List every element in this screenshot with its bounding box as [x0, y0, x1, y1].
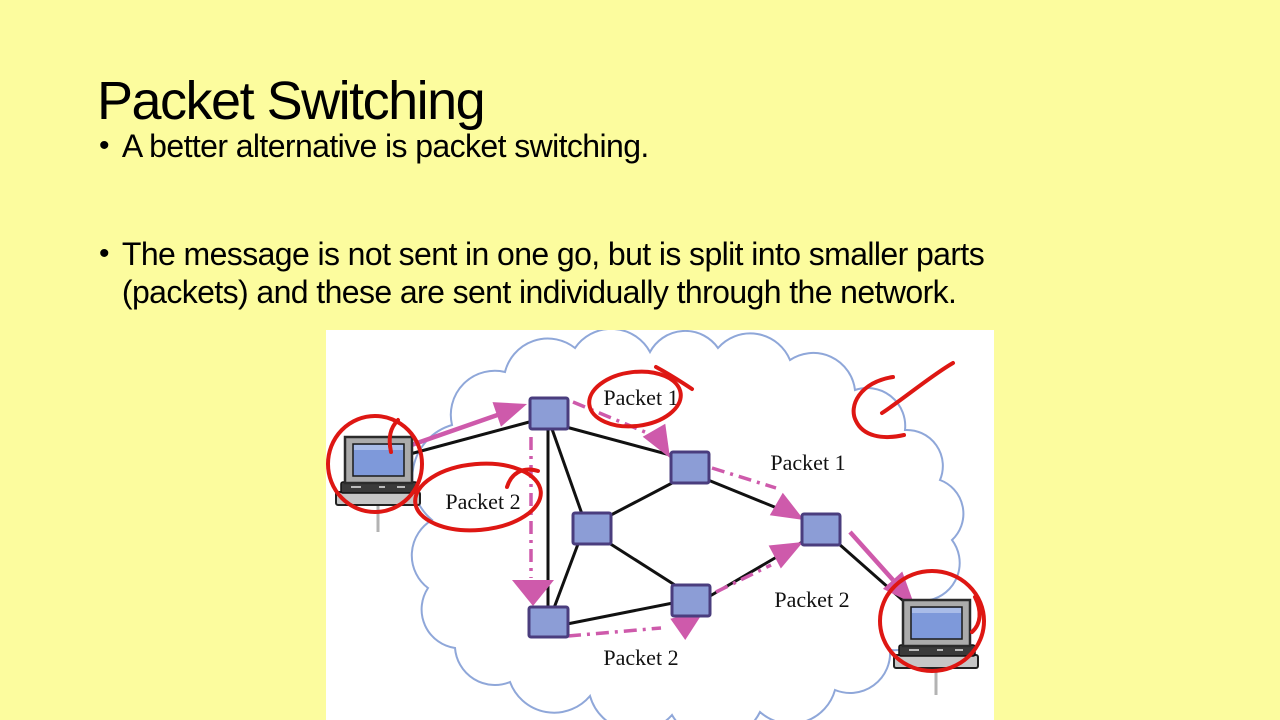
pen-circle-right-computer [878, 569, 986, 673]
pen-circle-packet1-label [587, 365, 694, 429]
router-node [571, 511, 613, 546]
packet-label-bottom: Packet 2 [603, 645, 678, 670]
network-link [565, 425, 675, 458]
bullet-text: A better alternative is packet switching… [121, 128, 649, 164]
network-diagram: Packet 1 Packet 1 Packet 2 Packet 2 Pack… [326, 330, 994, 720]
packet-label-right2: Packet 2 [774, 587, 849, 612]
router-node [528, 396, 570, 431]
pen-annotations [326, 361, 986, 673]
network-link [566, 601, 674, 626]
bullet-marker: • [99, 129, 110, 162]
packet2-path [512, 437, 810, 641]
network-diagram-svg: Packet 1 Packet 1 Packet 2 Packet 2 Pack… [326, 330, 986, 720]
router-node [800, 512, 842, 547]
computer-icon-right [892, 598, 980, 697]
bullet-text: The message is not sent in one go, but i… [121, 236, 985, 310]
network-link [608, 541, 679, 589]
pen-circle-packet2-label [413, 461, 543, 533]
slide-title: Packet Switching [97, 71, 486, 132]
pen-scribble-top-right [851, 361, 955, 440]
computer-icon-left [334, 435, 422, 534]
network-link [409, 419, 534, 456]
network-link [608, 480, 675, 518]
router-nodes [527, 396, 842, 639]
network-link [552, 543, 580, 609]
bullet-marker: • [99, 237, 110, 270]
router-node [670, 583, 712, 618]
router-node [669, 450, 711, 485]
router-node [527, 605, 570, 639]
bullet-item: • A better alternative is packet switchi… [99, 127, 1209, 165]
pen-circle-left-computer [326, 414, 424, 514]
packet-label-top: Packet 1 [603, 385, 678, 410]
packet-label-left: Packet 2 [445, 489, 520, 514]
network-cloud [410, 330, 965, 720]
bullet-item: • The message is not sent in one go, but… [99, 235, 1209, 311]
packet-label-right1: Packet 1 [770, 450, 845, 475]
network-link [550, 428, 584, 515]
